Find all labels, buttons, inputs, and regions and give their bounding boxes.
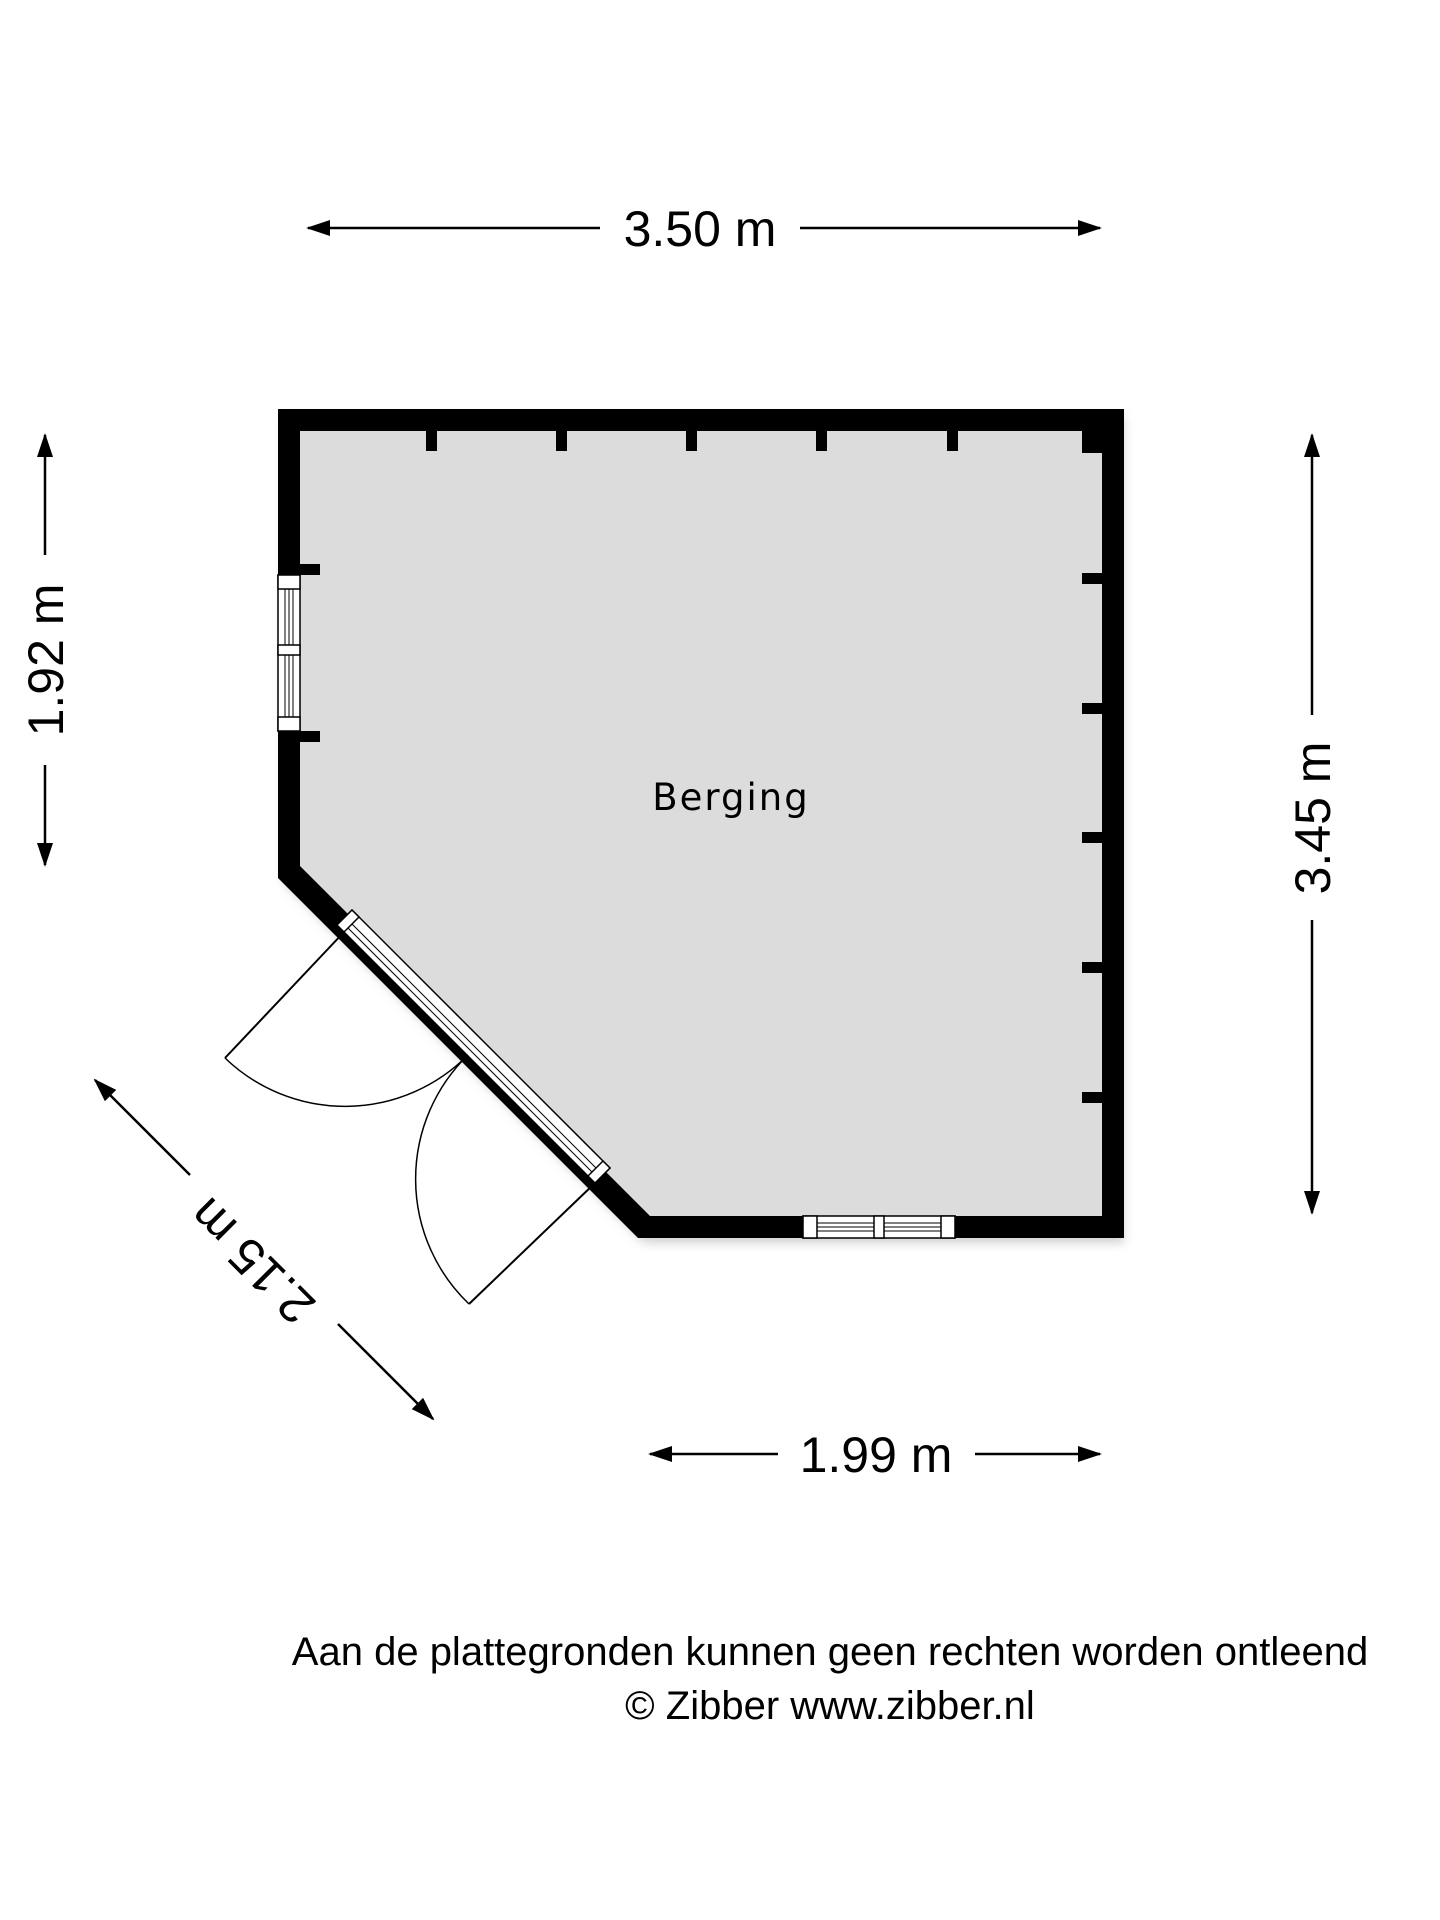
dimension-bottom-label: 1.99 m [800, 1427, 953, 1483]
dimension-left-label: 1.92 m [18, 584, 74, 737]
window-bottom [802, 1215, 956, 1239]
dimension-diagonal: 2.15 m [93, 1078, 435, 1421]
double-door [224, 908, 612, 1305]
copyright-text: © Zibber www.zibber.nl [625, 1684, 1035, 1728]
dimension-top-label: 3.50 m [624, 201, 777, 257]
dimension-right: 3.45 m [1285, 433, 1341, 1215]
wall-studs [300, 431, 1102, 1103]
disclaimer-text: Aan de plattegronden kunnen geen rechten… [291, 1630, 1369, 1674]
room-floor [300, 431, 1102, 1216]
window-left [277, 574, 301, 732]
dimension-top: 3.50 m [306, 201, 1102, 257]
room-label: Berging [652, 776, 809, 819]
dimension-diagonal-label: 2.15 m [178, 1187, 326, 1335]
dimension-left: 1.92 m [18, 433, 74, 867]
dimension-right-label: 3.45 m [1285, 742, 1341, 895]
dimension-bottom: 1.99 m [648, 1427, 1102, 1483]
